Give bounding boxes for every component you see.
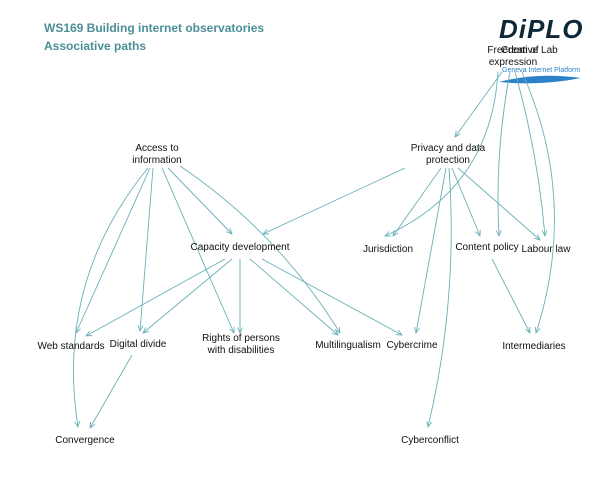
logo-wordmark: DiPLO [499,14,584,44]
node-access: Access to information [132,143,182,166]
slide-title: WS169 Building internet observatories As… [44,19,264,55]
edge-digital-convergence [90,354,133,428]
node-webstd: Web standards [37,341,105,352]
node-multi: Multilingualism [315,340,381,351]
title-line-2: Associative paths [44,39,147,53]
creative-lab-label: Creative Lab [501,45,558,56]
edge-freedom-jurisdiction [385,71,499,236]
edge-privacy-labour [457,167,540,240]
edge-capacity-digital [143,258,233,333]
edge-content-intermed [491,258,530,333]
node-labour: Labour law [521,244,571,255]
logo-swoosh-icon [499,75,581,84]
edge-privacy-jurisdiction [393,167,442,236]
node-jurisdiction: Jurisdiction [362,244,414,255]
node-cyberconflict: Cyberconflict [401,435,459,446]
edge-capacity-cybercrime [261,258,402,335]
diplo-logo: DiPLO Geneva Internet Platform [497,14,583,86]
node-privacy: Privacy and data protection [410,143,486,166]
node-content: Content policy [455,242,519,253]
node-rights: Rights of persons with disabilities [202,333,280,356]
node-digital: Digital divide [109,339,167,350]
edge-privacy-cybercrime [416,167,447,333]
title-line-1: WS169 Building internet observatories [44,21,265,35]
logo-subtitle: Geneva Internet Platform [502,67,581,74]
edge-access-webstd [76,167,151,333]
edge-freedom-content [498,71,511,236]
node-capacity: Capacity development [190,242,290,253]
node-freedom: Freedom of expression [487,45,539,68]
edge-privacy-capacity [263,167,406,234]
edge-access-capacity [167,167,232,234]
edge-privacy-content [451,167,480,236]
edge-privacy-cyberconflict [428,167,452,427]
edge-freedom-intermed [521,71,555,333]
edge-access-convergence [73,167,149,427]
node-cybercrime: Cybercrime [386,340,438,351]
edge-freedom-labour [514,71,545,236]
edge-access-rights [161,167,234,333]
edge-access-multi [179,165,340,333]
edge-freedom-privacy [455,71,503,137]
edge-access-digital [140,167,154,331]
edge-capacity-webstd [86,258,226,336]
node-intermed: Intermediaries [502,341,566,352]
node-convergence: Convergence [55,435,115,446]
edge-capacity-multi [249,258,338,335]
